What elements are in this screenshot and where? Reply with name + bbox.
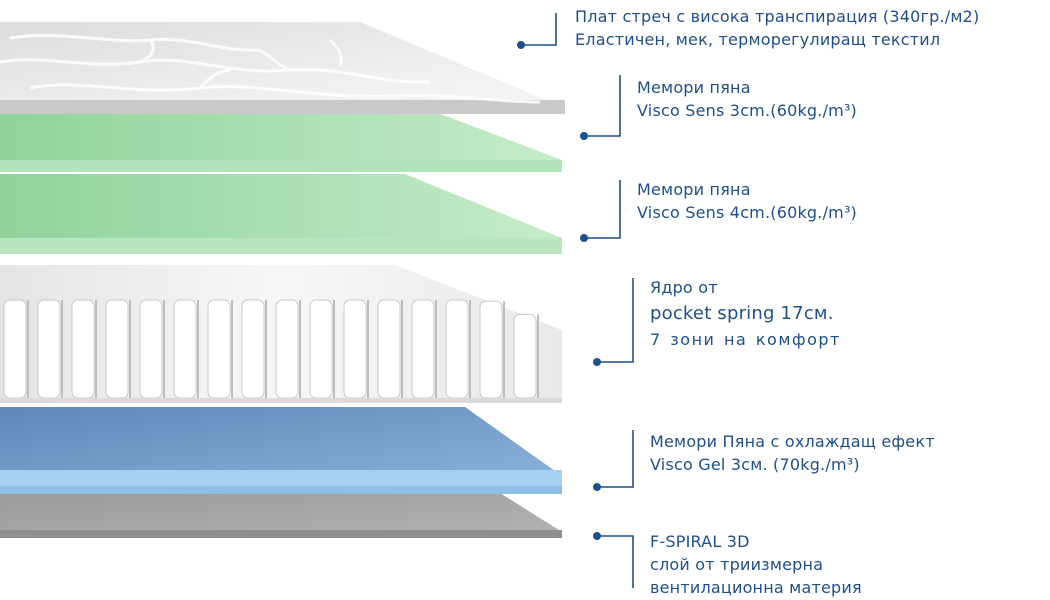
pocket-spring-layer bbox=[0, 265, 562, 403]
knit-line-1: Плат стреч с висока транспирация (340гр.… bbox=[575, 7, 980, 26]
memory-foam-4-line-2: Visco Sens 4cm.(60kg./m³) bbox=[637, 203, 857, 222]
label-pocket-spring: Ядро от pocket spring 17см. 7 зони на ко… bbox=[650, 275, 841, 353]
spring-column bbox=[411, 299, 435, 399]
memory-foam-3-line-2: Visco Sens 3cm.(60kg./m³) bbox=[637, 101, 857, 120]
spring-column bbox=[377, 299, 401, 399]
label-gel-foam: Мемори Пяна с охлаждащ ефект Visco Gel 3… bbox=[650, 430, 935, 476]
f-spiral-line-2: слой от триизмерна bbox=[650, 555, 824, 574]
spring-column bbox=[173, 299, 197, 399]
label-memory-foam-3: Мемори пяна Visco Sens 3cm.(60kg./m³) bbox=[637, 76, 857, 122]
connector-memory-foam-4 bbox=[584, 180, 621, 239]
spring-column bbox=[71, 299, 95, 399]
gel-foam-line-2: Visco Gel 3см. (70kg./m³) bbox=[650, 455, 860, 474]
knit-line-2: Еластичен, мек, терморегулиращ текстил bbox=[575, 30, 941, 49]
connector-f-spiral bbox=[597, 535, 634, 588]
pocket-spring-line-1: Ядро от bbox=[650, 278, 718, 297]
connector-pocket-spring bbox=[597, 278, 634, 363]
spring-column bbox=[241, 299, 265, 399]
gel-foam-layer bbox=[0, 407, 562, 494]
spring-column bbox=[207, 299, 231, 399]
f-spiral-layer bbox=[0, 493, 562, 538]
spring-column bbox=[139, 299, 163, 399]
f-spiral-line-3: вентилационна материя bbox=[650, 578, 862, 597]
memory-foam-4-layer bbox=[0, 174, 562, 254]
spring-column bbox=[3, 299, 27, 399]
knit-fabric-layer bbox=[0, 22, 565, 114]
gel-foam-line-1: Мемори Пяна с охлаждащ ефект bbox=[650, 432, 935, 451]
spring-column bbox=[445, 299, 469, 399]
spring-column bbox=[479, 300, 503, 399]
spring-column bbox=[37, 299, 61, 399]
pocket-spring-line-3: 7 зони на комфорт bbox=[650, 330, 841, 349]
connector-memory-foam-3 bbox=[584, 75, 621, 137]
pocket-spring-line-2: pocket spring 17см. bbox=[650, 303, 834, 324]
label-memory-foam-4: Мемори пяна Visco Sens 4cm.(60kg./m³) bbox=[637, 178, 857, 224]
spring-column bbox=[275, 299, 299, 399]
memory-foam-3-line-1: Мемори пяна bbox=[637, 78, 751, 97]
spring-column bbox=[105, 299, 129, 399]
connector-lines bbox=[521, 13, 634, 588]
connector-knit bbox=[521, 13, 557, 46]
spring-columns bbox=[3, 299, 539, 399]
spring-column bbox=[513, 313, 537, 399]
connector-gel-foam bbox=[597, 430, 634, 488]
spring-column bbox=[343, 299, 367, 399]
memory-foam-4-line-1: Мемори пяна bbox=[637, 180, 751, 199]
spring-column bbox=[309, 299, 333, 399]
memory-foam-3-layer bbox=[0, 110, 562, 172]
label-f-spiral: F-SPIRAL 3D слой от триизмерна вентилаци… bbox=[650, 530, 862, 599]
f-spiral-line-1: F-SPIRAL 3D bbox=[650, 532, 750, 551]
label-knit: Плат стреч с висока транспирация (340гр.… bbox=[575, 5, 979, 51]
connector-dots bbox=[517, 41, 601, 540]
